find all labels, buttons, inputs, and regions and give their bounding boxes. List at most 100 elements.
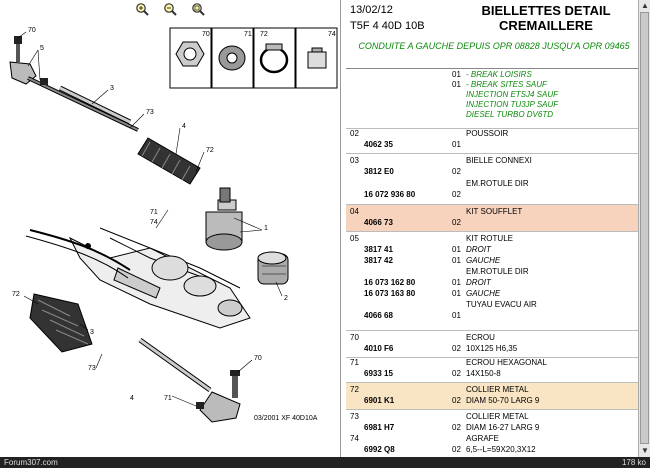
- quantity: 01: [452, 256, 461, 265]
- quantity: 01: [452, 311, 461, 320]
- part-description: BIELLE CONNEXI: [466, 156, 532, 165]
- parts-entry[interactable]: 04 KIT SOUFFLET 4066 73 02: [346, 205, 638, 232]
- part-description: COLLIER METAL: [466, 412, 529, 421]
- part-description: - BREAK LOISIRS: [466, 70, 532, 79]
- part-description: ECROU: [466, 333, 495, 342]
- part-description: INJECTION TU3JP SAUF: [466, 100, 559, 109]
- entry-ref-number: 72: [350, 385, 359, 394]
- part-description: DIAM 16-27 LARG 9: [466, 423, 540, 432]
- status-bar: Forum307.com 178 ko: [0, 457, 650, 468]
- callout-73-top: 73: [146, 109, 154, 116]
- quantity: 02: [452, 218, 461, 227]
- entry-ref-number: 04: [350, 207, 359, 216]
- part-description: KIT SOUFFLET: [466, 207, 523, 216]
- parts-list: 01 - BREAK LOISIRS 01 - BREAK SITES SAUF INJ…: [346, 68, 638, 457]
- part-description: DROIT: [466, 278, 491, 287]
- quantity: 01: [452, 278, 461, 287]
- callout-73-bottom: 73: [88, 365, 96, 372]
- callout-72-top: 72: [206, 147, 214, 154]
- quantity: 01: [452, 140, 461, 149]
- clamp-part-72: [259, 43, 289, 74]
- part-description: EM.ROTULE DIR: [466, 179, 529, 188]
- part-description: 14X150-8: [466, 369, 501, 378]
- header-note: CONDUITE A GAUCHE DEPUIS OPR 08828 JUSQU…: [358, 41, 630, 51]
- part-description: EM.ROTULE DIR: [466, 267, 529, 276]
- part-description: 10X125 H6,35: [466, 344, 518, 353]
- part-number: 16 072 936 80: [364, 190, 416, 199]
- part-number: 4066 73: [364, 218, 393, 227]
- callout-72-bottom: 72: [12, 291, 20, 298]
- part-description: DIESEL TURBO DV6TD: [466, 110, 553, 119]
- parts-panel: 13/02/12 T5F 4 40D 10B BIELLETTES DETAIL…: [346, 0, 638, 457]
- part-number: 3817 42: [364, 256, 393, 265]
- callout-74: 74: [150, 219, 158, 226]
- part-description: ECROU HEXAGONAL: [466, 358, 547, 367]
- inset-label-74: 74: [328, 31, 336, 38]
- part-number: 16 073 162 80: [364, 278, 416, 287]
- part-number: 4066 68: [364, 311, 393, 320]
- part-number: 6981 H7: [364, 423, 395, 432]
- header-code: T5F 4 40D 10B: [350, 20, 425, 32]
- part-number: 16 073 163 80: [364, 289, 416, 298]
- quantity: 02: [452, 344, 461, 353]
- parts-entry[interactable]: 01 - BREAK LOISIRS 01 - BREAK SITES SAUF INJ…: [346, 68, 638, 129]
- callout-71-bottom: 71: [164, 395, 172, 402]
- quantity: 01: [452, 70, 461, 79]
- zoom-in-icon[interactable]: [135, 2, 149, 16]
- callout-2: 2: [284, 295, 288, 302]
- entry-ref-number: 02: [350, 129, 359, 138]
- vertical-scrollbar[interactable]: ▲ ▼: [638, 0, 650, 457]
- diagram-footer-code: 03/2001 XF 40D10A: [254, 415, 318, 422]
- callout-71-mid: 71: [150, 209, 158, 216]
- part-description: DROIT: [466, 245, 491, 254]
- part-number: 6933 15: [364, 369, 393, 378]
- part-description: GAUCHE: [466, 289, 501, 298]
- quantity: 01: [452, 80, 461, 89]
- status-site: Forum307.com: [4, 458, 58, 467]
- part-description: KIT ROTULE: [466, 234, 513, 243]
- status-size: 178 ko: [621, 458, 646, 467]
- part-number: 6901 K1: [364, 396, 395, 405]
- inset-label-70: 70: [202, 31, 210, 38]
- callout-labels: 70 5 3 73 4 72 1 2 71 74 72 3 73 4 70 71: [12, 27, 288, 402]
- header-subtitle: CREMAILLERE: [499, 18, 593, 33]
- zoom-toolbar: [0, 0, 340, 18]
- quantity: 02: [452, 445, 461, 454]
- callout-5-top: 5: [40, 45, 44, 52]
- quantity: 01: [452, 289, 461, 298]
- quantity: 02: [452, 167, 461, 176]
- pinion-valve: [205, 187, 243, 251]
- part-description: TUYAU EVACU AIR: [466, 300, 537, 309]
- part-number: 3812 E0: [364, 167, 394, 176]
- zoom-out-icon[interactable]: [163, 2, 177, 16]
- scroll-up-icon[interactable]: ▲: [641, 1, 649, 10]
- entry-ref-number: 05: [350, 234, 359, 243]
- part-description: - BREAK SITES SAUF: [466, 80, 547, 89]
- scroll-down-icon[interactable]: ▼: [641, 446, 649, 455]
- quantity: 01: [452, 245, 461, 254]
- zoom-fit-icon[interactable]: [191, 2, 205, 16]
- inset-label-71: 71: [244, 31, 252, 38]
- diagram-panel: 70 71 72 74: [0, 0, 341, 457]
- header-date: 13/02/12: [350, 4, 393, 16]
- part-description: DIAM 50-70 LARG 9: [466, 396, 540, 405]
- callout-4-top: 4: [182, 123, 186, 130]
- callout-4-bottom: 4: [130, 395, 134, 402]
- scroll-thumb[interactable]: [640, 12, 649, 444]
- part-number: 4062 35: [364, 140, 393, 149]
- part-description: POUSSOIR: [466, 129, 509, 138]
- quantity: 02: [452, 423, 461, 432]
- quantity: 02: [452, 369, 461, 378]
- callout-70-top: 70: [28, 27, 36, 34]
- quantity: 02: [452, 396, 461, 405]
- part-number: 3817 41: [364, 245, 393, 254]
- inset-parts: 70 71 72 74: [169, 27, 338, 89]
- parts-entry[interactable]: 02 POUSSOIR 4062 35 01: [346, 129, 638, 154]
- callout-1: 1: [264, 225, 268, 232]
